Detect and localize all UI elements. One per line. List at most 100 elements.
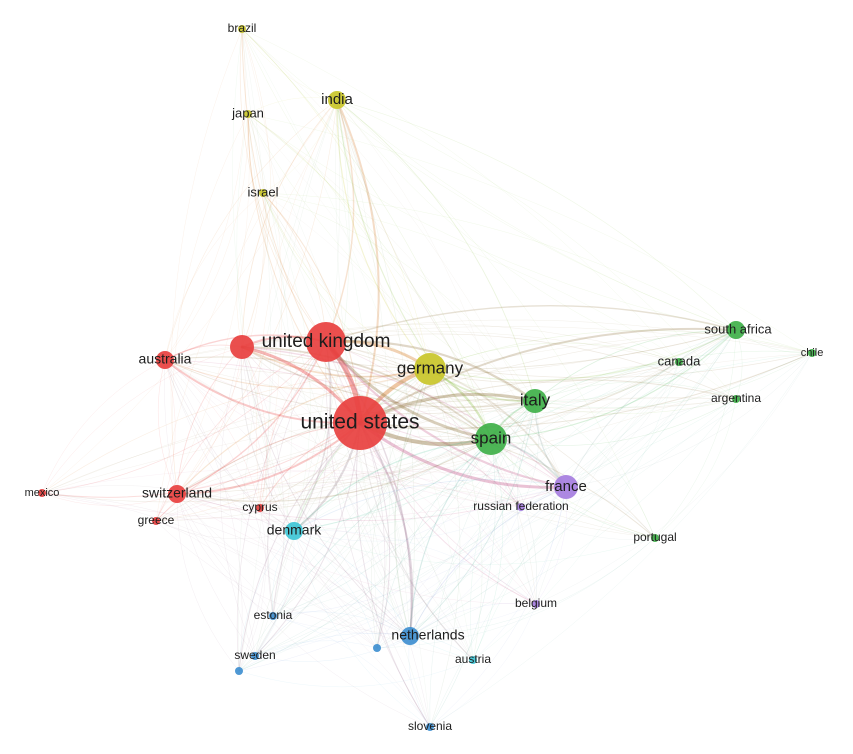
node-switzerland[interactable] (168, 485, 186, 503)
network-link (164, 359, 567, 488)
node-france[interactable] (554, 475, 578, 499)
network-link (429, 368, 461, 728)
network-link (155, 471, 567, 522)
node-estonia[interactable] (269, 612, 277, 620)
network-link (170, 28, 243, 495)
node-cyprus[interactable] (256, 504, 264, 512)
network-link (325, 305, 737, 343)
network-link (429, 352, 813, 728)
node-argentina[interactable] (732, 395, 740, 403)
network-link (376, 329, 737, 649)
node-greece[interactable] (152, 517, 160, 525)
network-link (254, 438, 492, 657)
network-link (293, 400, 536, 532)
network-link (241, 346, 656, 539)
network-link (176, 493, 474, 661)
network-link (220, 346, 256, 657)
node-sweden[interactable] (251, 652, 259, 660)
network-link (336, 99, 737, 400)
network-link (164, 359, 656, 539)
network-link (238, 346, 270, 672)
network-link (164, 359, 431, 390)
label-japan: japan (231, 105, 264, 120)
node-mexico[interactable] (38, 489, 46, 497)
network-link (236, 192, 264, 348)
node-israel[interactable] (259, 189, 267, 197)
network-link (429, 368, 656, 539)
network-link (409, 400, 536, 637)
network-link (254, 486, 567, 657)
network-link (241, 346, 431, 378)
network-link (164, 359, 411, 637)
network-link (262, 192, 492, 440)
network-link (325, 341, 412, 637)
network-link (155, 368, 431, 522)
network-link (254, 341, 331, 657)
network-link (176, 329, 737, 495)
network-link (259, 368, 431, 509)
node-italy[interactable] (523, 389, 547, 413)
node-united-states[interactable] (333, 396, 387, 450)
node-russian-federation[interactable] (517, 503, 525, 511)
network-link (272, 368, 431, 617)
node-japan[interactable] (244, 110, 252, 118)
node-chile[interactable] (808, 349, 816, 357)
network-link (359, 422, 537, 605)
network-link (262, 192, 431, 370)
network-link (429, 603, 537, 728)
node-portugal[interactable] (651, 534, 659, 542)
network-link (534, 381, 737, 402)
network-link (293, 530, 431, 728)
network-link (254, 635, 411, 662)
network-link (241, 329, 737, 370)
network-link (336, 99, 567, 488)
network-link (470, 400, 536, 661)
network-link (336, 99, 492, 440)
network-link (164, 359, 474, 661)
network-link (237, 99, 338, 672)
network-link (176, 341, 327, 495)
network-link (325, 341, 431, 728)
node-germany[interactable] (414, 353, 446, 385)
label-argentina: argentina (711, 391, 761, 405)
node-sweden-sat[interactable] (235, 667, 243, 675)
network-link (238, 507, 267, 672)
network-link (254, 329, 737, 657)
network-link (247, 113, 293, 617)
node-denmark[interactable] (285, 522, 303, 540)
network-link (176, 493, 431, 728)
network-link (259, 507, 411, 637)
node-nl-sat[interactable] (373, 644, 381, 652)
network-link (262, 192, 361, 424)
node-india[interactable] (328, 91, 346, 109)
network-link (164, 359, 378, 649)
label-belgium: belgium (515, 596, 557, 610)
node-netherlands[interactable] (401, 627, 419, 645)
node-spain[interactable] (475, 423, 507, 455)
network-link (429, 342, 680, 370)
network-link (241, 346, 268, 509)
network-link (241, 346, 411, 637)
network-link (293, 530, 378, 649)
label-mexico: mexico (25, 487, 60, 499)
node-uk-sat[interactable] (230, 335, 254, 359)
network-link (155, 359, 176, 522)
node-brazil[interactable] (238, 25, 246, 33)
node-united-kingdom[interactable] (306, 322, 346, 362)
network-link (409, 537, 656, 637)
node-canada[interactable] (675, 358, 683, 366)
node-austria[interactable] (469, 656, 477, 664)
network-link (336, 99, 537, 605)
node-south-africa[interactable] (727, 321, 745, 339)
node-slovenia[interactable] (426, 723, 434, 731)
node-australia[interactable] (156, 351, 174, 369)
node-belgium[interactable] (532, 600, 540, 608)
network-link (241, 346, 431, 728)
network-link (164, 359, 274, 617)
network-link (254, 640, 378, 657)
network-link (241, 346, 536, 408)
network-link (409, 329, 737, 637)
network-link (155, 520, 431, 728)
network-link (336, 99, 380, 424)
network-link (293, 438, 492, 532)
